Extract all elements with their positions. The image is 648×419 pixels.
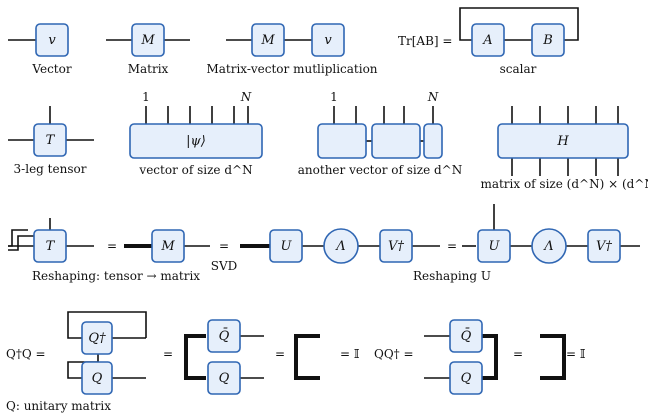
mv-matrix-symbol: M: [260, 33, 275, 48]
svd-u-symbol: U: [281, 239, 293, 254]
svd-lambda-node: [323, 228, 359, 264]
reshaping-caption: Reshaping: tensor → matrix: [32, 269, 200, 283]
trace-a-node: [471, 23, 505, 57]
q-symbol-3: Q: [461, 371, 472, 386]
matrix-node: [131, 23, 165, 57]
another-first-index: 1: [330, 90, 338, 104]
tensor-node: [33, 123, 67, 157]
reshaped-vdag-node: [587, 229, 621, 263]
unitary-caption: Q: unitary matrix: [6, 399, 111, 413]
reshaped-vdag-symbol: V†: [596, 239, 612, 254]
another-vector-diagram: 1 N another vector of size d^N: [298, 90, 462, 177]
another-last-index: N: [427, 90, 439, 104]
trace-prefix: Tr[AB] =: [398, 34, 452, 48]
vector-diagram: v Vector: [8, 23, 72, 76]
reshaped-u-symbol: U: [489, 239, 501, 254]
psi-last-index: N: [240, 90, 252, 104]
svd-u-node: [269, 229, 303, 263]
psi-diagram: |ψ⟩ 1 N vector of size d^N: [129, 90, 263, 177]
q-symbol-2: Q: [219, 371, 230, 386]
svd-lambda-symbol: Λ: [335, 239, 345, 254]
matrix-caption: Matrix: [128, 62, 169, 76]
q-node-1: [81, 361, 113, 395]
reshaping-u-caption: Reshaping U: [413, 269, 491, 283]
vector-symbol: v: [48, 33, 56, 48]
vector-caption: Vector: [31, 62, 71, 76]
equals-1: =: [107, 239, 117, 253]
reshaped-lambda-symbol: Λ: [543, 239, 553, 254]
equals-6: =: [513, 347, 523, 361]
matrix-vector-diagram: M v Matrix-vector mutliplication: [206, 23, 378, 76]
qdag-node: [81, 321, 113, 355]
h-node: [497, 123, 629, 159]
psi-first-index: 1: [142, 90, 150, 104]
psi-caption: vector of size d^N: [138, 163, 252, 177]
h-caption: matrix of size (d^N) × (d^N): [480, 177, 648, 191]
another-block-3: [423, 123, 443, 159]
equals-4: =: [163, 347, 173, 361]
psi-symbol: |ψ⟩: [186, 134, 206, 149]
qbar-symbol: Q̄: [219, 328, 230, 344]
equals-2: =: [219, 239, 229, 253]
reshape-m-node: [151, 229, 185, 263]
reshaped-lambda-node: [531, 228, 567, 264]
reshape-t-node: [33, 229, 67, 263]
another-block-2: [371, 123, 421, 159]
svd-label: SVD: [211, 259, 238, 273]
trace-b-symbol: B: [542, 33, 553, 48]
qdag-symbol: Q†: [88, 331, 106, 346]
trace-caption: scalar: [500, 62, 537, 76]
h-symbol: H: [556, 134, 569, 149]
mv-vector-symbol: v: [324, 33, 332, 48]
q-node-2: [207, 361, 241, 395]
mv-caption: Matrix-vector mutliplication: [206, 62, 377, 76]
mv-vector-node: [311, 23, 345, 57]
qqdag-lhs: QQ† =: [374, 347, 414, 361]
psi-node: [129, 123, 263, 159]
identity-2: = 𝕀: [566, 347, 586, 361]
qbar-node-2: [449, 319, 483, 353]
trace-b-node: [531, 23, 565, 57]
another-caption: another vector of size d^N: [298, 163, 462, 177]
svd-vdag-node: [379, 229, 413, 263]
reshape-m-symbol: M: [160, 239, 175, 254]
mv-matrix-node: [251, 23, 285, 57]
tensor-symbol: T: [46, 133, 56, 148]
matrix-diagram: M Matrix: [106, 23, 190, 76]
equals-5: =: [275, 347, 285, 361]
h-matrix-diagram: H matrix of size (d^N) × (d^N): [480, 106, 648, 191]
q-symbol-1: Q: [92, 371, 103, 386]
vector-node: [35, 23, 69, 57]
another-block-1: [317, 123, 367, 159]
reshaped-u-node: [477, 229, 511, 263]
matrix-symbol: M: [140, 33, 155, 48]
tensor-caption: 3-leg tensor: [14, 162, 87, 176]
qdagq-lhs: Q†Q =: [6, 347, 46, 361]
reshape-svd-diagram: T = M Reshaping: tensor → matrix = SVD U…: [8, 204, 640, 283]
qbar-symbol-2: Q̄: [461, 328, 472, 344]
q-node-3: [449, 361, 483, 395]
identity-1: = 𝕀: [340, 347, 360, 361]
tensor-diagram: T 3-leg tensor: [8, 106, 94, 176]
reshape-t-symbol: T: [46, 239, 56, 254]
svd-vdag-symbol: V†: [388, 239, 404, 254]
trace-a-symbol: A: [482, 33, 492, 48]
trace-diagram: Tr[AB] = A B scalar: [398, 7, 579, 76]
qbar-node: [207, 319, 241, 353]
equals-3: =: [447, 239, 457, 253]
unitary-diagram: Q†Q = Q† Q = Q̄ Q = = 𝕀 QQ† = Q̄ Q =: [6, 311, 586, 413]
